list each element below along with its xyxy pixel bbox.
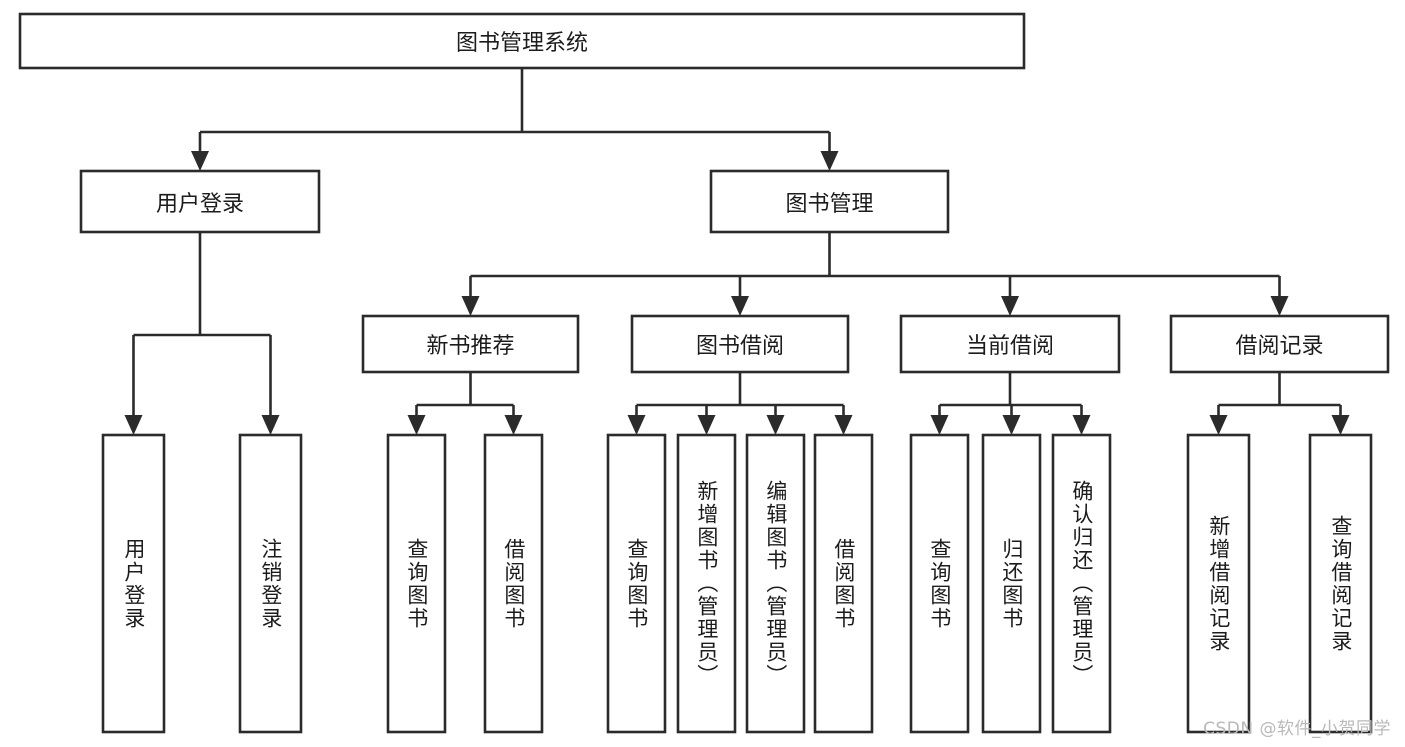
node-box-leaf-query-book-3[interactable] (909, 433, 970, 734)
arrow-head-icon-leaf-edit-book (766, 415, 785, 435)
node-box-leaf-confirm-return[interactable] (1051, 433, 1112, 734)
node-box-layer (18, 12, 1390, 734)
node-box-leaf-user-login[interactable] (101, 433, 166, 734)
node-box-leaf-edit-book[interactable] (745, 433, 806, 734)
arrow-head-icon-new-book-recommend (461, 296, 480, 316)
node-box-leaf-borrow-book-2[interactable] (813, 433, 874, 734)
node-box-book-borrow[interactable] (630, 314, 850, 374)
arrow-head-icon-leaf-add-book (697, 415, 716, 435)
arrow-head-icon-leaf-user-login (124, 415, 143, 435)
node-box-leaf-query-book-1[interactable] (386, 433, 447, 734)
arrow-head-icon-leaf-query-book-2 (627, 415, 646, 435)
arrow-head-icon-user-login (191, 151, 209, 171)
arrow-head-icon-leaf-borrow-book-2 (834, 415, 853, 435)
watermark-text: CSDN @软件_小贺同学 (1203, 719, 1391, 739)
node-box-leaf-borrow-book-1[interactable] (483, 433, 544, 734)
arrow-head-icon-leaf-add-record (1209, 415, 1228, 435)
node-box-user-login[interactable] (79, 169, 321, 234)
node-box-root[interactable] (18, 12, 1026, 70)
arrow-head-icon-borrow-record (1270, 296, 1289, 316)
node-box-leaf-add-record[interactable] (1186, 433, 1251, 734)
node-box-leaf-add-book[interactable] (676, 433, 737, 734)
arrow-head-icon-leaf-return-book (1002, 415, 1021, 435)
node-box-book-management[interactable] (709, 169, 950, 234)
arrow-head-icon-book-borrow (731, 296, 749, 316)
node-box-leaf-query-record[interactable] (1308, 433, 1373, 734)
node-box-new-book-recommend[interactable] (361, 314, 580, 374)
node-box-leaf-return-book[interactable] (981, 433, 1042, 734)
node-box-borrow-record[interactable] (1169, 314, 1390, 374)
arrow-head-icon-leaf-query-record (1331, 415, 1350, 435)
arrow-head-icon-leaf-logout (261, 415, 280, 435)
connector-layer (124, 68, 1350, 435)
arrow-head-icon-leaf-confirm-return (1072, 415, 1091, 435)
arrow-head-icon-current-borrow (1001, 296, 1019, 316)
arrow-head-icon-leaf-query-book-1 (407, 415, 426, 435)
arrow-head-icon-leaf-borrow-book-1 (504, 415, 523, 435)
arrow-head-icon-leaf-query-book-3 (930, 415, 949, 435)
arrow-head-icon-book-management (820, 151, 839, 171)
node-box-leaf-logout[interactable] (238, 433, 303, 734)
node-box-current-borrow[interactable] (899, 314, 1121, 374)
node-box-leaf-query-book-2[interactable] (606, 433, 667, 734)
